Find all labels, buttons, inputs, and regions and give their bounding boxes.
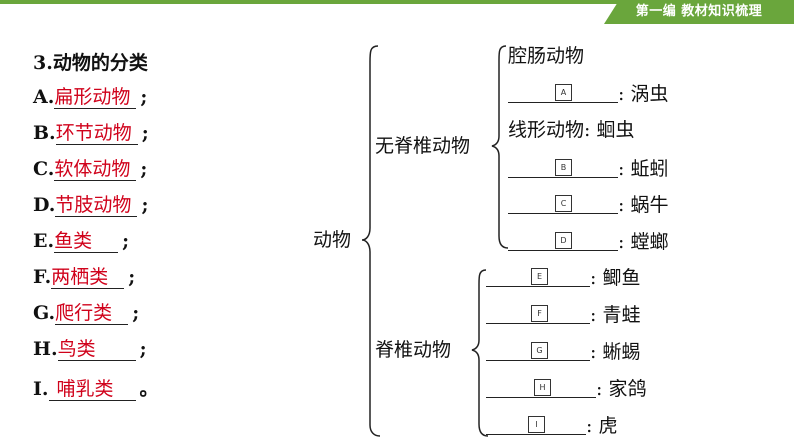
item-label: B.	[33, 122, 56, 144]
list-item: D.节肢动物;	[33, 194, 148, 217]
item-label: A.	[33, 86, 55, 108]
item-punct: ;	[122, 230, 130, 252]
example-animal: : 虎	[586, 415, 618, 437]
box-marker: H	[534, 379, 551, 396]
item-punct: ;	[140, 158, 148, 180]
item-answer: 环节动物	[55, 122, 138, 145]
box-marker: B	[555, 159, 572, 176]
list-item: B.环节动物;	[33, 122, 149, 145]
example-animal: : 家鸽	[596, 378, 647, 400]
item-answer: 扁形动物	[54, 86, 137, 109]
item-punct: ;	[139, 338, 147, 360]
example-animal: : 蚯蚓	[618, 158, 669, 180]
item-label: I.	[33, 378, 49, 400]
example-animal: : 蜥蜴	[590, 341, 641, 363]
invertebrate-brace	[491, 45, 509, 249]
item-label: D.	[33, 194, 56, 216]
answer-blank	[508, 191, 618, 214]
box-marker: E	[531, 268, 548, 285]
example-animal: : 涡虫	[618, 83, 669, 105]
item-label: E.	[33, 230, 55, 252]
answer-blank	[486, 264, 590, 287]
invertebrate-group-name: 线形动物: 蛔虫	[508, 119, 635, 141]
answer-blank	[508, 228, 618, 251]
list-item: A.扁形动物;	[33, 86, 147, 109]
example-animal: : 螳螂	[618, 231, 669, 253]
item-answer: 鸟类	[57, 338, 136, 361]
section-tag: 第一编 教材知识梳理	[604, 0, 794, 24]
item-punct: ;	[132, 302, 140, 324]
list-item: I.哺乳类。	[33, 374, 159, 401]
item-punct: ;	[140, 86, 148, 108]
list-item: H.鸟类;	[33, 338, 147, 361]
list-item: E.鱼类;	[33, 230, 129, 253]
example-animal: : 蜗牛	[618, 194, 669, 216]
answer-blank	[508, 155, 618, 178]
item-label: H.	[33, 338, 58, 360]
answer-blank	[486, 375, 596, 398]
invertebrate-group-name: 腔肠动物	[508, 45, 585, 67]
list-item: C.软体动物;	[33, 158, 147, 181]
example-animal: : 鲫鱼	[590, 267, 641, 289]
answer-blank	[486, 412, 586, 435]
example-animal: : 青蛙	[590, 304, 641, 326]
box-marker: G	[531, 342, 548, 359]
vertebrate-label: 脊椎动物	[375, 339, 452, 361]
list-title: 3.动物的分类	[33, 52, 148, 74]
item-label: F.	[33, 266, 52, 288]
answer-blank	[486, 338, 590, 361]
item-answer: 哺乳类	[48, 378, 136, 401]
list-item: F.两栖类;	[33, 266, 135, 289]
invertebrate-label: 无脊椎动物	[375, 135, 471, 157]
header-stripe	[0, 0, 794, 4]
box-marker: D	[555, 232, 572, 249]
answer-blank	[508, 80, 618, 103]
item-answer: 鱼类	[54, 230, 119, 253]
item-answer: 软体动物	[54, 158, 137, 181]
item-answer: 两栖类	[51, 266, 125, 289]
list-item: G.爬行类;	[33, 302, 139, 325]
root-brace	[361, 45, 381, 437]
item-punct: ;	[141, 194, 149, 216]
box-marker: I	[528, 416, 545, 433]
answer-blank	[486, 301, 590, 324]
box-marker: F	[531, 305, 548, 322]
vertebrate-brace	[471, 269, 489, 437]
item-punct: ;	[128, 266, 136, 288]
box-marker: A	[555, 84, 572, 101]
box-marker: C	[555, 195, 572, 212]
header-bar: 第一编 教材知识梳理	[0, 0, 794, 28]
item-answer: 节肢动物	[55, 194, 138, 217]
tree-root: 动物	[313, 229, 352, 251]
item-punct: ;	[141, 122, 149, 144]
item-punct: 。	[139, 378, 159, 400]
item-label: G.	[33, 302, 56, 324]
item-label: C.	[33, 158, 55, 180]
item-answer: 爬行类	[55, 302, 129, 325]
